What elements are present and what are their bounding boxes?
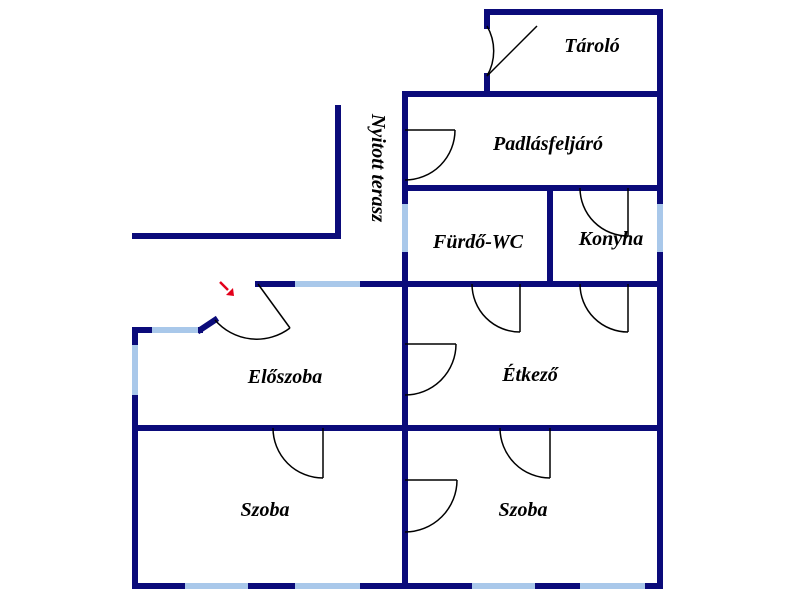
windows bbox=[132, 204, 663, 589]
door bbox=[272, 427, 324, 479]
room-labels: Tároló Padlásfeljáró Fürdő-WC Konyha Elő… bbox=[241, 35, 644, 521]
room-label-szoba-right: Szoba bbox=[499, 499, 548, 521]
room-label-konyha: Konyha bbox=[578, 228, 643, 250]
walls bbox=[132, 9, 663, 589]
door bbox=[404, 343, 457, 396]
door bbox=[404, 479, 458, 533]
entrance-arrow-icon bbox=[219, 281, 234, 296]
door bbox=[404, 129, 456, 181]
room-label-etkezo: Étkező bbox=[501, 363, 560, 386]
door bbox=[486, 25, 495, 77]
door bbox=[471, 283, 521, 333]
entrance-door bbox=[214, 319, 291, 340]
doors bbox=[214, 25, 629, 533]
door bbox=[579, 187, 629, 237]
room-label-furdo-wc: Fürdő-WC bbox=[432, 231, 524, 253]
room-label-padlasfeljaro: Padlásfeljáró bbox=[492, 133, 603, 155]
room-label-szoba-left: Szoba bbox=[241, 499, 290, 521]
room-label-eloszoba: Előszoba bbox=[247, 366, 322, 388]
terrace-label: Nyitott terasz bbox=[367, 113, 389, 223]
door bbox=[579, 283, 629, 333]
door bbox=[499, 427, 551, 479]
door bbox=[486, 25, 538, 77]
entrance-door bbox=[257, 283, 291, 329]
room-label-tarolo: Tároló bbox=[564, 35, 620, 57]
